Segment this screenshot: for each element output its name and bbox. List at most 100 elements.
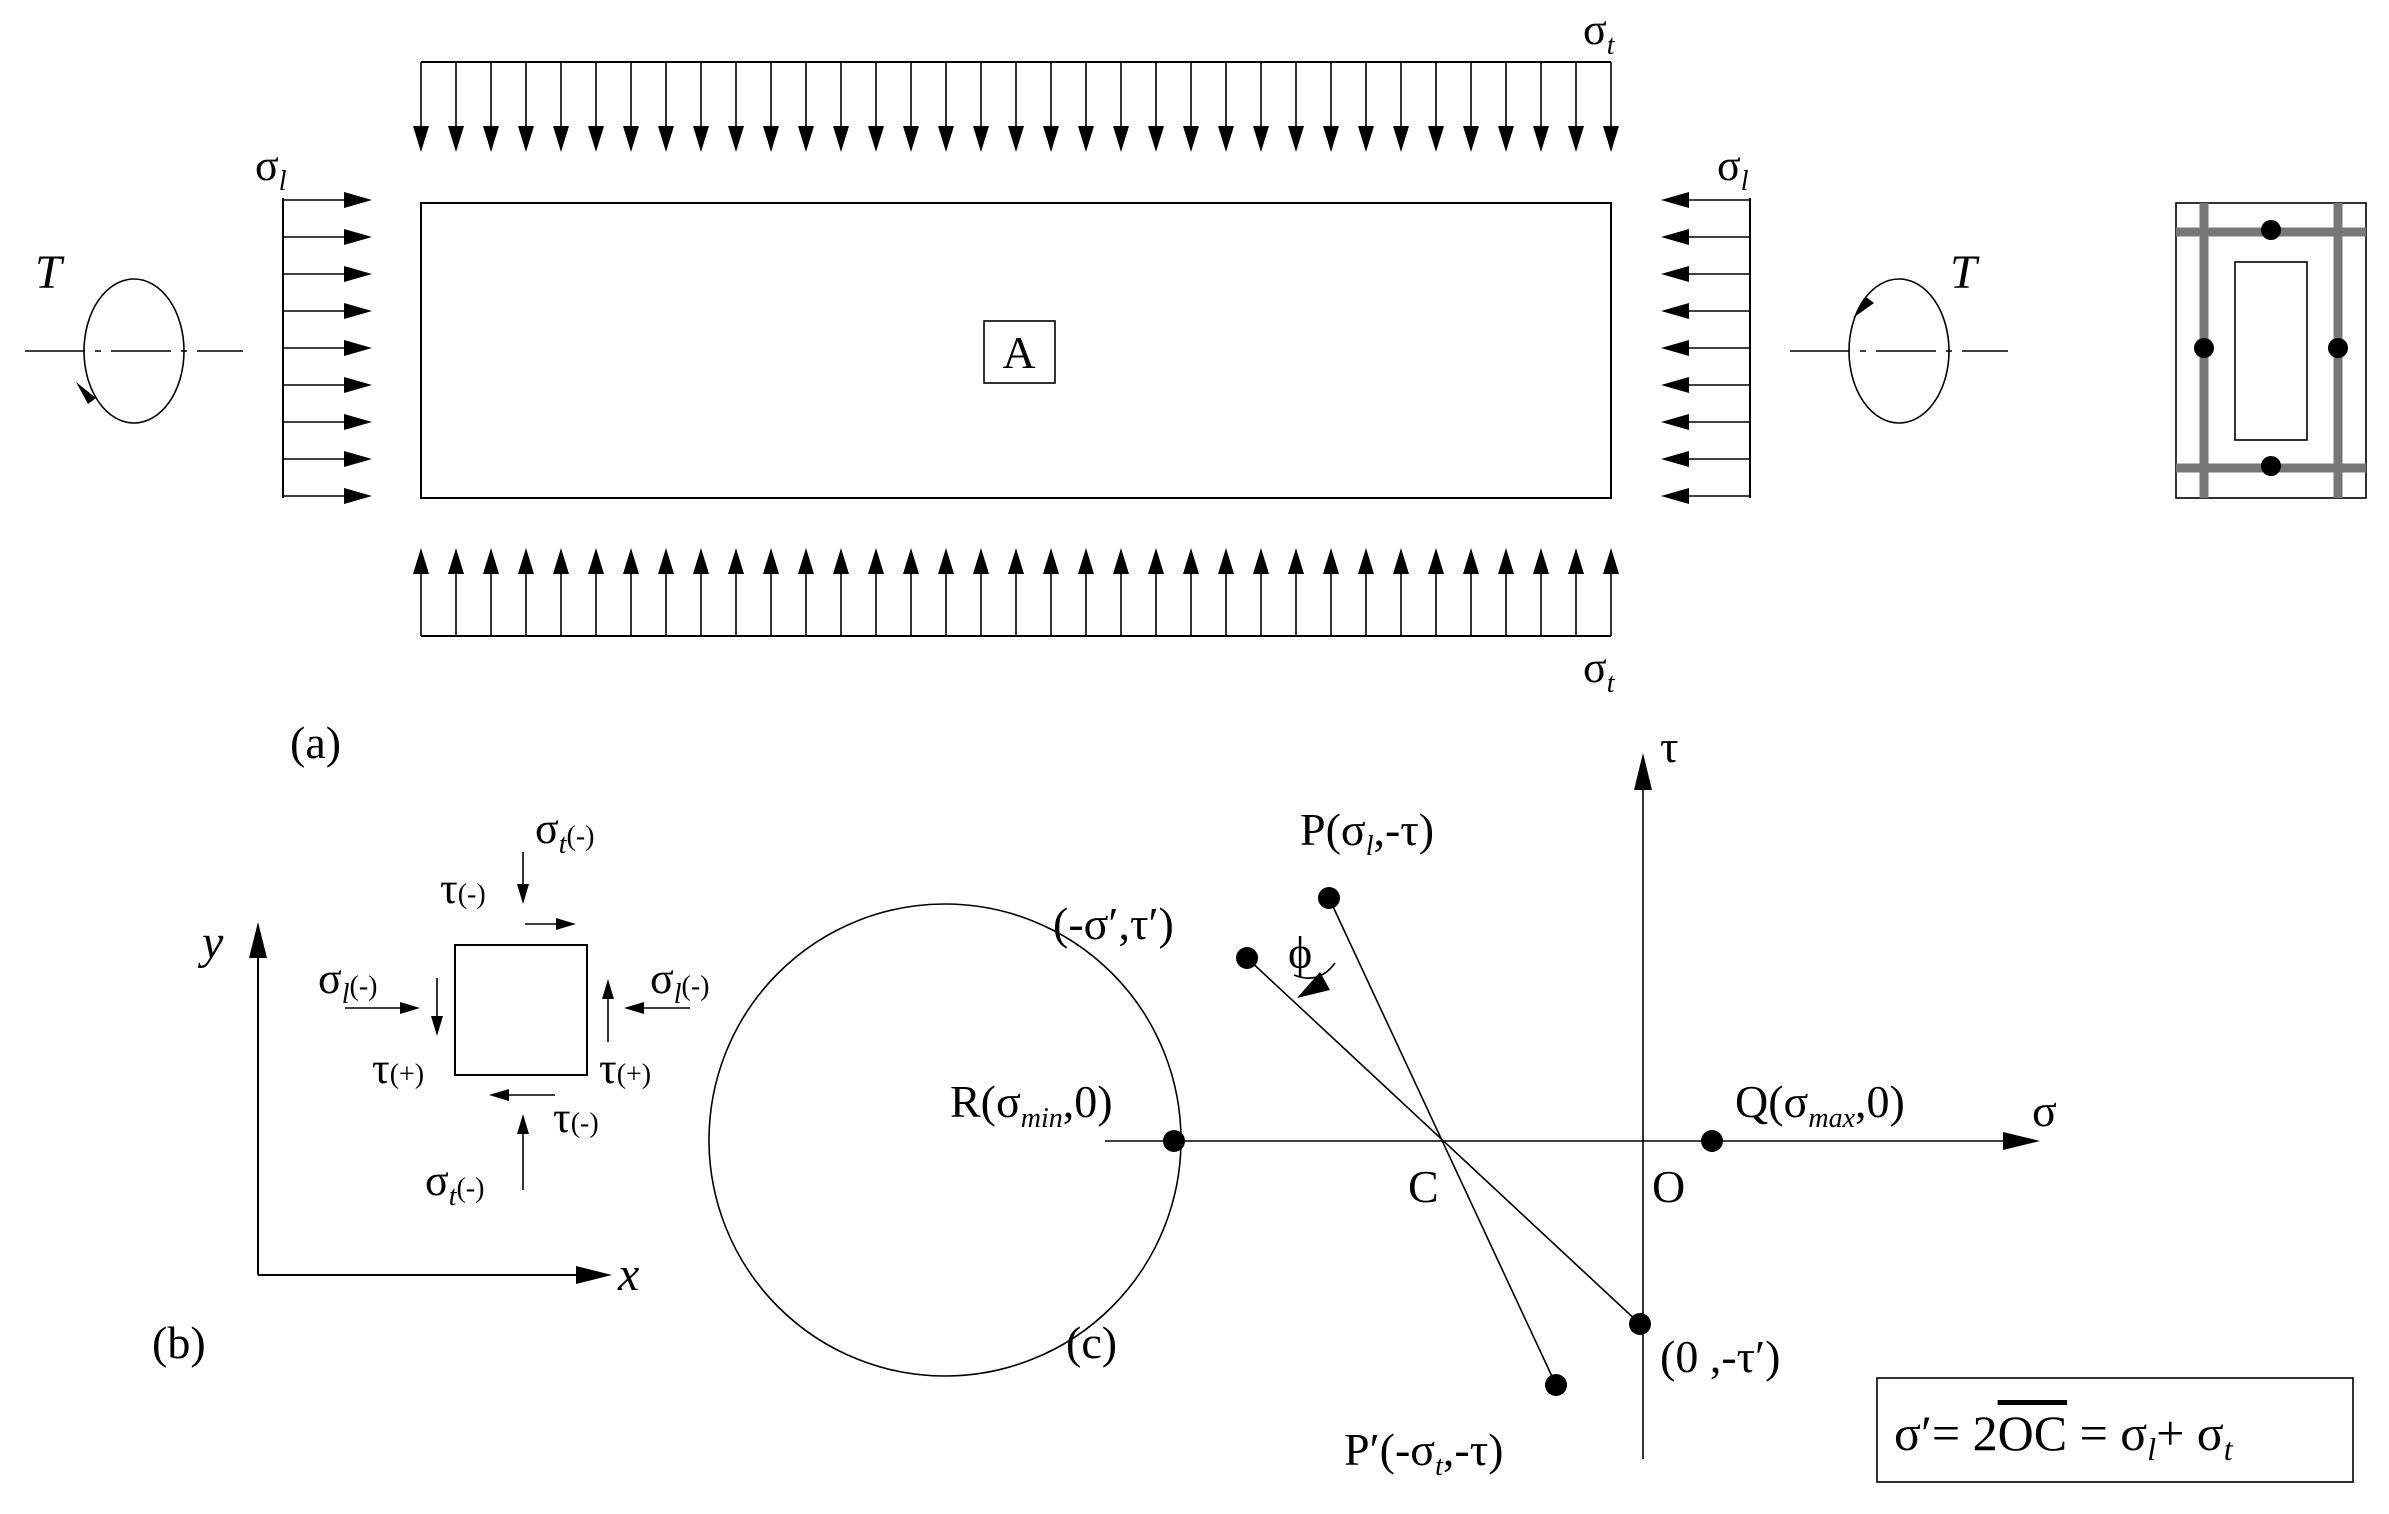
load-arrow-head	[623, 126, 639, 152]
point-neg-sigma-label: (-σ′,τ′)	[1053, 898, 1174, 949]
axis-tau-arrowhead	[1634, 753, 1652, 790]
rebar-dot-right	[2328, 338, 2348, 358]
tau-bottom-arrow	[489, 1089, 509, 1101]
sigma-l-left-arrow	[400, 1002, 420, 1014]
load-arrow-head	[1498, 126, 1514, 152]
load-arrow-head	[1661, 414, 1689, 430]
load-arrow-head	[518, 548, 534, 574]
load-arrow-head	[1253, 126, 1269, 152]
torque-right-label: T	[1950, 246, 1980, 299]
load-arrow-head	[1288, 126, 1304, 152]
load-arrow-head	[344, 266, 372, 282]
load-arrow-head	[1078, 126, 1094, 152]
panel-c: σ τ P(σl,-τ)P′(-σt,-τ)Q(σmax,0)R(σmin,0)…	[708, 721, 2057, 1482]
load-arrow-head	[763, 548, 779, 574]
load-arrow-head	[1661, 266, 1689, 282]
load-arrow-head	[1603, 126, 1619, 152]
axis-y-arrowhead	[249, 922, 267, 958]
load-arrow-head	[1568, 126, 1584, 152]
load-arrow-head	[1603, 548, 1619, 574]
load-arrow-head	[728, 548, 744, 574]
axis-sigma-arrowhead	[2003, 1132, 2040, 1150]
sigma-l-right-arrow	[624, 1002, 644, 1014]
phi-label: ϕ	[1288, 927, 1312, 978]
point-Q-label: Q(σmax,0)	[1735, 1076, 1905, 1134]
caption-a: (a)	[290, 717, 341, 768]
sigma-t-bottom-label: σt	[1583, 643, 1616, 699]
sigma-l-left-label: σl(-)	[318, 954, 377, 1010]
load-arrow-head	[1358, 126, 1374, 152]
load-arrow-head	[833, 126, 849, 152]
load-arrow-head	[1463, 126, 1479, 152]
mohr-circle	[708, 903, 1182, 1377]
load-arrow-head	[1533, 126, 1549, 152]
tau-top-arrow	[556, 918, 576, 930]
load-arrow-head	[1183, 126, 1199, 152]
load-arrow-head	[833, 548, 849, 574]
load-arrow-head	[1113, 126, 1129, 152]
axis-x-label: x	[617, 1248, 639, 1301]
load-arrow-head	[1288, 548, 1304, 574]
tau-left-label: τ(+)	[372, 1044, 424, 1093]
load-arrow-head	[1323, 548, 1339, 574]
tau-right-label: τ(+)	[599, 1044, 651, 1093]
sigma-t-bottom-arrow	[517, 1114, 529, 1134]
load-arrow-head	[448, 548, 464, 574]
formula-box: σ′= 2OC = σl+ σt	[1876, 1377, 2354, 1483]
sigma-t-top-label: σt	[1583, 5, 1616, 61]
load-arrow-head	[693, 126, 709, 152]
load-arrow-head	[1218, 548, 1234, 574]
torque-left: T	[25, 246, 243, 424]
caption-c: (c)	[1066, 1317, 1117, 1368]
axis-x-arrowhead	[576, 1266, 612, 1284]
beam-cross-section	[2175, 202, 2367, 499]
sigma-l-right-load	[1661, 192, 1751, 504]
load-arrow-head	[1661, 488, 1689, 504]
point-P-label: P(σl,-τ)	[1300, 804, 1434, 862]
load-arrow-head	[1661, 192, 1689, 208]
load-arrow-head	[1463, 548, 1479, 574]
point-Pprime-label: P′(-σt,-τ)	[1344, 1424, 1504, 1482]
load-arrow-head	[938, 126, 954, 152]
load-arrow-head	[1323, 126, 1339, 152]
torque-left-label: T	[35, 246, 65, 299]
load-arrow-head	[553, 548, 569, 574]
load-arrow-head	[1253, 548, 1269, 574]
load-arrow-head	[344, 229, 372, 245]
point-Q-dot	[1701, 1130, 1723, 1152]
formula-text: σ′= 2OC = σl+ σt	[1894, 1405, 2234, 1467]
load-arrow-head	[1393, 548, 1409, 574]
sigma-l-right-label: σl(-)	[650, 954, 709, 1010]
sigma-l-left-label: σl	[255, 141, 287, 197]
load-arrow-head	[1148, 126, 1164, 152]
load-arrow-head	[1533, 548, 1549, 574]
load-arrow-head	[588, 126, 604, 152]
load-arrow-head	[938, 548, 954, 574]
load-arrow-head	[344, 192, 372, 208]
load-arrow-head	[903, 126, 919, 152]
load-arrow-head	[1113, 548, 1129, 574]
torque-right: T	[1790, 246, 2008, 424]
load-arrow-head	[658, 548, 674, 574]
load-arrow-head	[344, 414, 372, 430]
tau-right-arrow	[602, 979, 614, 999]
load-arrow-head	[344, 340, 372, 356]
load-arrow-head	[693, 548, 709, 574]
load-arrow-head	[798, 126, 814, 152]
point-neg-sigma-dot	[1236, 947, 1258, 969]
load-arrow-head	[973, 126, 989, 152]
tau-bottom-label: τ(-)	[553, 1093, 599, 1142]
caption-b: (b)	[152, 1317, 206, 1368]
load-arrow-head	[728, 126, 744, 152]
load-arrow-head	[1661, 303, 1689, 319]
load-arrow-head	[868, 548, 884, 574]
load-arrow-head	[1661, 377, 1689, 393]
load-arrow-head	[553, 126, 569, 152]
load-arrow-head	[623, 548, 639, 574]
point-P-dot	[1318, 887, 1340, 909]
tau-left-arrow	[431, 1016, 443, 1036]
load-arrow-head	[588, 548, 604, 574]
load-arrow-head	[518, 126, 534, 152]
load-arrow-head	[413, 548, 429, 574]
load-arrow-head	[1078, 548, 1094, 574]
